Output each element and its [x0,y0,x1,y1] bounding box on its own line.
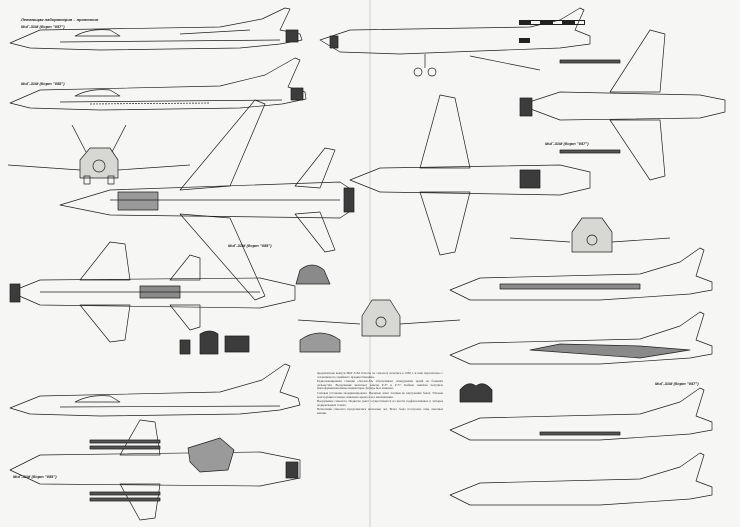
text-paragraph: Вооружение самолета. Подвеска ракет осущ… [317,399,443,407]
side-view-1 [9,7,303,51]
text-paragraph: Силовая установка модернизирована. Увели… [317,390,443,399]
intake-section [187,437,235,473]
text-paragraph: Испытания самолета продолжались нескольк… [317,407,443,415]
side-view-2 [9,57,307,111]
plan-view-5 [349,94,591,256]
plan-view-3 [9,419,301,521]
vertical-fold [369,0,371,527]
plan-view-1 [59,99,355,301]
side-view-4 [319,7,591,77]
side-view-3 [9,363,301,417]
label-prototype-title: Летающая лаборатория – прототип [21,17,99,22]
side-view-5 [449,247,713,301]
side-view-7 [449,387,713,441]
front-view-3 [509,217,671,253]
canopy-section [459,383,493,403]
text-paragraph: Радиолокационная станция «Заслон-М» обес… [317,379,443,391]
label-aircraft-6: МиГ-31М (борт "055") [13,474,57,479]
label-aircraft-4: МиГ-31М (борт "057") [545,141,589,146]
front-view-1 [7,124,191,185]
plan-view-2 [9,241,296,343]
side-view-6 [449,311,713,365]
text-paragraph: предназначен выпуск МиГ-31М. Работы по с… [317,372,443,379]
label-aircraft-2: МиГ-31М (борт "058") [21,81,65,86]
plan-view-4 [519,29,726,181]
label-aircraft-3: МиГ-31М (борт "055") [228,243,272,248]
description-text-block: предназначен выпуск МиГ-31М. Работы по с… [317,372,443,522]
label-aircraft-1: МиГ-31М (борт "057") [21,24,65,29]
front-view-2 [297,299,461,337]
label-aircraft-5: МиГ-31М (борт "057") [655,381,699,386]
side-view-8 [449,452,713,506]
cross-sections [179,264,341,355]
